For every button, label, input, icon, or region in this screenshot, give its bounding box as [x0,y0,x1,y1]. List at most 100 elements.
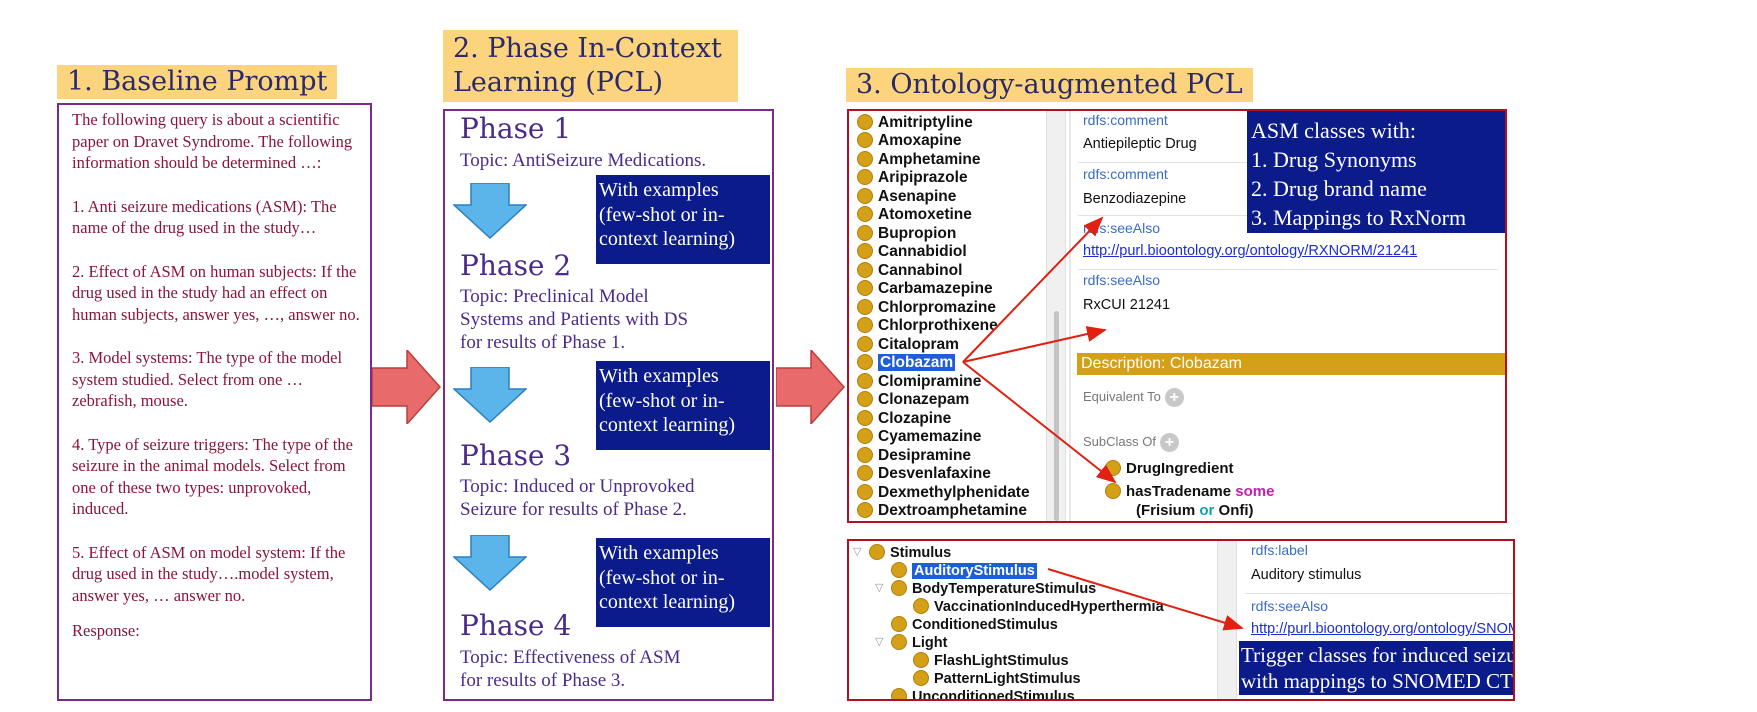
label-value: Auditory stimulus [1251,567,1362,583]
drug-item-17[interactable]: Cyamemazine [857,428,981,446]
drug-item-3[interactable]: Aripiprazole [857,169,968,187]
stimulus-scrollbar[interactable] [1217,541,1237,699]
down-arrow-1 [453,183,527,239]
class-dot-icon [857,169,873,185]
asm-classes-note: ASM classes with: 1. Drug Synonyms 2. Dr… [1247,111,1505,233]
light-class[interactable]: Light [891,634,947,652]
add-equivalent-icon[interactable]: + [1164,388,1184,407]
expand-bodytemp-icon[interactable]: ▽ [875,581,884,594]
tree-scrollbar-thumb[interactable] [1054,311,1059,521]
superclass-drugingredient[interactable]: DrugIngredient [1105,460,1234,478]
examples-2-line3: context learning) [599,414,736,436]
class-dot-icon [857,446,873,463]
drug-item-21[interactable]: Dextroamphetamine [857,502,1027,520]
drug-item-15[interactable]: Clonazepam [857,391,969,409]
comment-label-1: rdfs:comment [1083,112,1168,128]
drug-item-18[interactable]: Desipramine [857,446,971,465]
seealso-value-2: RxCUI 21241 [1083,297,1171,313]
section3-title: 3. Ontology-augmented PCL [846,68,1253,102]
class-dot-icon [857,317,873,333]
examples-box-1: With examples (few-shot or in- context l… [596,175,770,264]
bodytemp-stimulus[interactable]: BodyTemperatureStimulus [891,580,1096,598]
drug-item-5[interactable]: Atomoxetine [857,206,972,224]
tree-scrollbar[interactable] [1046,111,1066,521]
class-dot-icon [857,372,873,389]
drug-item-4[interactable]: Asenapine [857,187,956,206]
snomed-link[interactable]: http://purl.bioontology.org/ontology/SNO… [1251,621,1515,637]
examples-1-line1: With examples [599,179,719,201]
class-dot-icon [913,652,929,668]
drug-item-10[interactable]: Chlorpromazine [857,298,996,317]
section2-title: 2. Phase In-Context Learning (PCL) [443,30,738,102]
annotation-separator [1078,269,1498,270]
drug-item-20[interactable]: Dexmethylphenidate [857,483,1030,502]
drug-item-13-selected[interactable]: Clobazam [857,353,957,372]
class-dot-icon [857,391,873,407]
baseline-response: Response: [72,621,140,640]
phase4-topic-line1: Topic: Effectiveness of ASM [460,647,681,668]
class-dot-icon [857,150,873,167]
baseline-intro: The following query is about a scientifi… [72,110,353,172]
stimulus-ontology-panel: ▽ Stimulus AuditoryStimulus ▽ BodyTemper… [847,539,1515,701]
comment-value-2: Benzodiazepine [1083,191,1187,207]
expand-stimulus-icon[interactable]: ▽ [853,545,862,558]
section1-title: 1. Baseline Prompt [57,65,338,99]
stimulus-root[interactable]: Stimulus [869,544,951,562]
subclass-of-label: SubClass Of+ [1083,433,1179,452]
phase4-title: Phase 4 [460,609,572,642]
examples-2-line1: With examples [599,365,719,387]
expand-light-icon[interactable]: ▽ [875,635,884,648]
drug-item-9[interactable]: Carbamazepine [857,280,993,298]
drug-item-19[interactable]: Desvenlafaxine [857,465,991,483]
class-dot-icon [857,354,873,370]
asm-note-line3: 2. Drug brand name [1251,176,1427,201]
class-dot-icon [891,562,907,578]
drug-item-6[interactable]: Bupropion [857,224,956,243]
stimulus-seealso-label: rdfs:seeAlso [1251,598,1329,614]
drug-item-7[interactable]: Cannabidiol [857,243,967,261]
drug-item-2[interactable]: Amphetamine [857,150,981,169]
drug-item-16[interactable]: Clozapine [857,409,951,428]
auditory-stimulus-selected[interactable]: AuditoryStimulus [891,562,1038,580]
comment-value-1: Antiepileptic Drug [1083,136,1197,152]
equivalent-to-label: Equivalent To+ [1083,388,1184,407]
vaccination-hyperthermia[interactable]: VaccinationInducedHyperthermia [913,598,1164,616]
class-dot-icon [1105,483,1121,499]
conditioned-stimulus[interactable]: ConditionedStimulus [891,616,1058,634]
baseline-item-2: 2. Effect of ASM on human subjects: If t… [72,261,360,324]
annotations-divider [1069,111,1071,521]
add-subclass-icon[interactable]: + [1159,433,1179,452]
drug-item-0[interactable]: Amitriptyline [857,114,973,132]
drug-item-8[interactable]: Cannabinol [857,261,962,280]
patternlight-stimulus[interactable]: PatternLightStimulus [913,670,1081,688]
description-header-bar: Description: Clobazam [1077,353,1505,375]
class-dot-icon [857,298,873,315]
class-dot-icon [857,243,873,259]
seealso-label-1: rdfs:seeAlso [1083,220,1161,236]
flashlight-stimulus[interactable]: FlashLightStimulus [913,652,1069,670]
rxnorm-link[interactable]: http://purl.bioontology.org/ontology/RXN… [1083,243,1418,259]
drug-item-11[interactable]: Chlorprothixene [857,317,998,335]
phase2-topic-line3: for results of Phase 1. [460,332,626,353]
phase4-topic-line2: for results of Phase 3. [460,670,626,691]
class-dot-icon [857,224,873,241]
examples-box-2: With examples (few-shot or in- context l… [596,361,770,450]
trigger-classes-note: Trigger classes for induced seizures wit… [1239,641,1515,695]
class-dot-icon [857,114,873,130]
unconditioned-stimulus[interactable]: UnconditionedStimulus [891,688,1075,699]
examples-box-3: With examples (few-shot or in- context l… [596,538,770,627]
tradename-restriction[interactable]: hasTradename some [1105,483,1274,501]
drug-class-tree: Amitriptyline Amoxapine Amphetamine Arip… [849,111,1046,521]
drug-item-12[interactable]: Citalopram [857,335,959,354]
section2-title-line2: Learning (PCL) [453,67,664,98]
seealso-label-2: rdfs:seeAlso [1083,272,1161,288]
right-arrow-1 [372,350,442,424]
examples-1-line2: (few-shot or in- [599,203,725,226]
examples-2-line2: (few-shot or in- [599,389,725,412]
drug-item-14[interactable]: Clomipramine [857,372,981,391]
trigger-note-line1: Trigger classes for induced seizures [1241,643,1515,667]
asm-note-line4: 3. Mappings to RxNorm [1251,205,1467,230]
phase2-topic-line2: Systems and Patients with DS [460,309,689,330]
class-dot-icon [857,206,873,222]
drug-item-1[interactable]: Amoxapine [857,132,962,150]
